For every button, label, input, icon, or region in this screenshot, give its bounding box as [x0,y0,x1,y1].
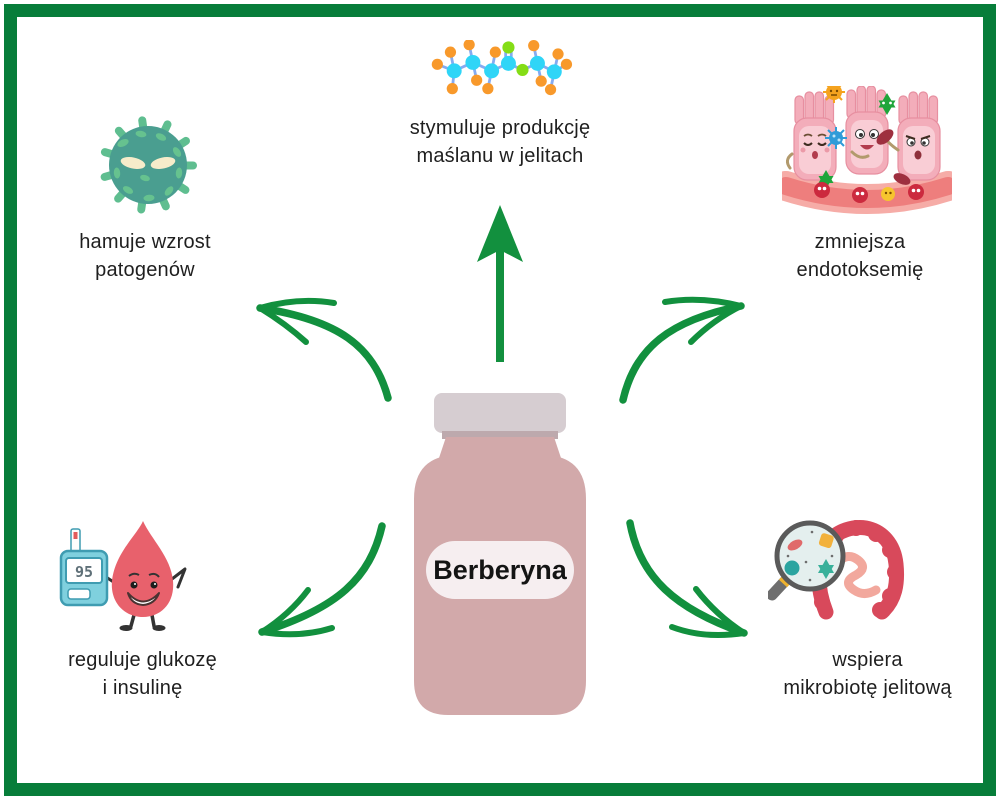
villus-queasy [845,86,889,175]
berberine-bottle: Berberyna [414,393,586,715]
benefit-line: maślanu w jelitach [416,145,584,167]
germ-orange [823,86,845,103]
germ-green-star [878,93,896,115]
benefit-line: reguluje glukozę [68,649,217,671]
villus-sad [785,91,837,181]
benefit-label-bottom-right: wspiera mikrobiotę jelitową [745,646,990,702]
glucometer-reading: 95 [75,563,93,581]
benefit-label-top-right: zmniejsza endotoksemię [755,228,965,284]
magnifier-gut-microbiota-icon [768,520,905,620]
pathogen-virus-icon [100,116,197,214]
benefit-label-top-left: hamuje wzrost patogenów [40,228,250,284]
arrow-up [477,205,523,362]
bottle-cap [434,393,566,433]
benefit-line: endotoksemię [796,259,924,281]
benefit-line: stymuluje produkcję [409,117,591,139]
benefit-label-bottom-left: reguluje glukozę i insulinę [30,646,255,702]
virus-angry-eyes [120,157,176,169]
benefit-line: zmniejsza [814,231,906,253]
germ-blue-virus [825,127,847,149]
glucometer: 95 [59,528,109,607]
benefit-line: wspiera [832,649,903,671]
arrow-curved-bottom-left [258,522,386,638]
germ-dark-capsule [876,129,894,145]
blood-drop-glucometer-icon: 95 [59,521,187,631]
benefit-line: mikrobiotę jelitową [783,677,952,699]
arrow-curved-bottom-right [626,519,748,638]
benefit-label-top: stymuluje produkcję maślanu w jelitach [355,114,645,170]
benefit-line: patogenów [95,259,195,281]
arrow-curved-top-right [619,296,745,404]
butyrate-molecule-icon [431,40,573,96]
bottle-label [426,541,574,599]
endotoxins-in-blood [814,170,924,203]
bottle-label-text: Berberyna [433,555,568,585]
virus-body [109,126,187,204]
microbes-under-glass [784,530,834,582]
benefit-line: i insulinę [102,677,183,699]
gut-villi-endotoxins-icon [782,86,952,214]
villus-angry [883,91,941,181]
bottle-cap-shadow [442,431,558,439]
benefit-line: hamuje wzrost [79,231,211,253]
arrow-curved-top-left [256,297,392,402]
